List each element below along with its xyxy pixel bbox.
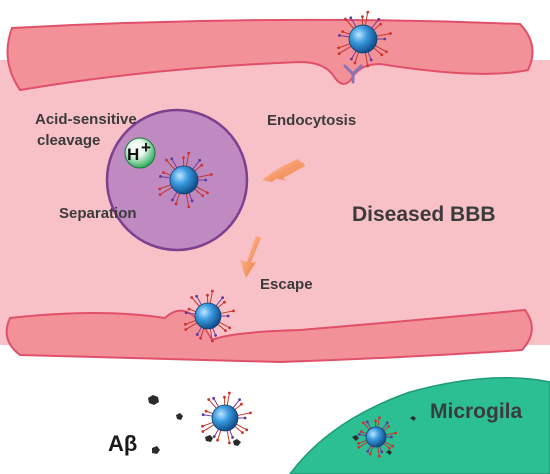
diseased-bbb-label: Diseased BBB [352, 203, 496, 226]
endocytosis-label: Endocytosis [267, 112, 356, 129]
nanoparticle-released-icon [201, 391, 252, 445]
amyloid-aggregate-icon [148, 395, 416, 455]
proton-charge: + [141, 138, 151, 157]
cleavage-label: cleavage [37, 132, 100, 149]
escape-label: Escape [260, 276, 313, 293]
nanoparticle-escaping-icon [184, 289, 235, 343]
microglia-label: Microgila [430, 400, 523, 423]
proton-icon [124, 137, 156, 169]
escape-arrow-icon [240, 236, 261, 278]
endocytosis-arrow-icon [262, 159, 305, 182]
nanoparticle-entering-icon [337, 10, 392, 68]
microglia-cell [289, 377, 550, 474]
nanoparticle-in-microglia-icon [357, 416, 398, 458]
lower-vessel-wall [5, 308, 533, 364]
upper-vessel-wall [6, 18, 534, 92]
nanoparticle-in-vesicle-icon [158, 151, 213, 209]
amyloid-beta-label: Aβ [108, 431, 137, 456]
endothelial-cell-interior [0, 60, 550, 345]
proton-label: H [127, 145, 139, 164]
receptor-icon [343, 64, 363, 84]
acid-sensitive-label: Acid-sensitive [35, 111, 137, 128]
separation-label: Separation [59, 205, 137, 222]
